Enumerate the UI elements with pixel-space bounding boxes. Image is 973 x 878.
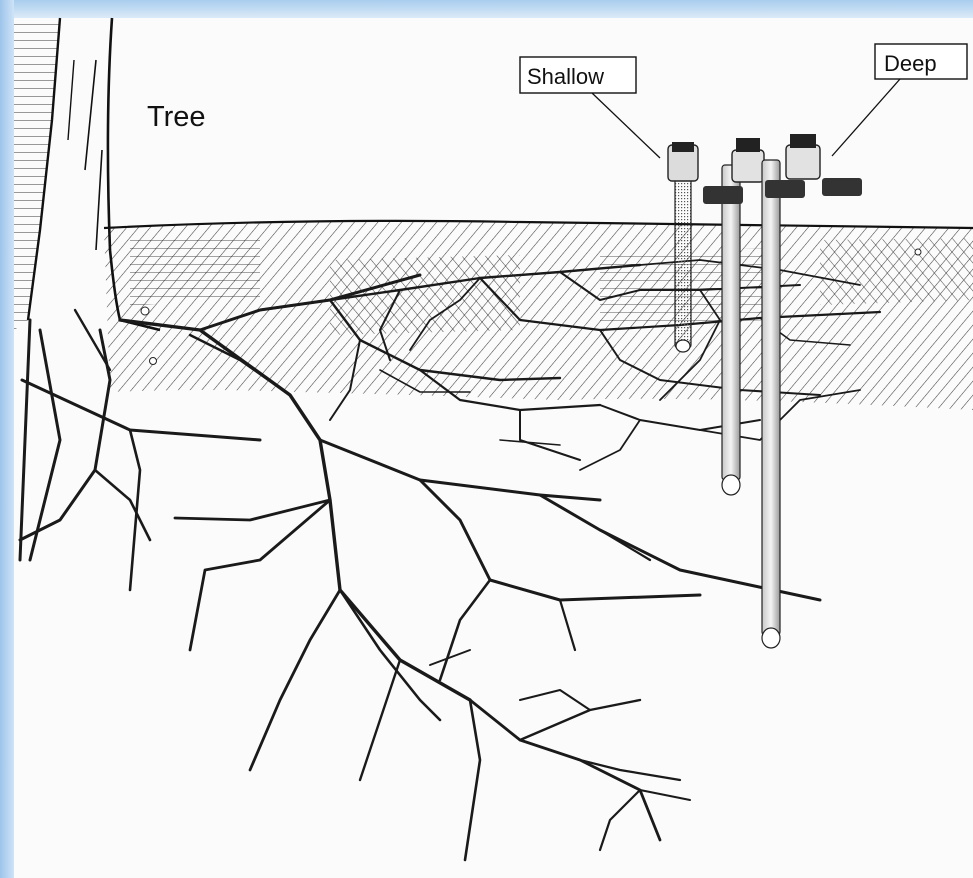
deep-label: Deep	[884, 51, 937, 76]
tree-label: Tree	[147, 101, 206, 133]
shallow-leader-line	[592, 93, 660, 158]
soil-layer	[104, 221, 973, 410]
deep-leader-line	[832, 79, 900, 156]
shallow-label: Shallow	[527, 64, 604, 89]
